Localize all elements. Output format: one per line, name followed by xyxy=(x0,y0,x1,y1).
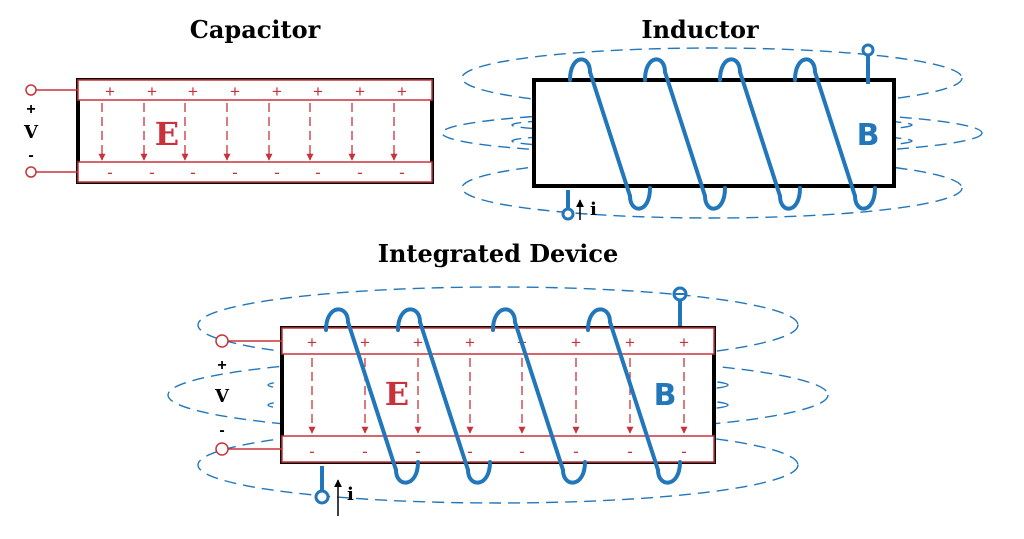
capacitor-e-label: E xyxy=(155,115,179,153)
integrated-plus-charge: + xyxy=(307,333,317,352)
capacitor-charges: + - + - + - + - + - + - + - + - xyxy=(105,82,407,182)
integrated-minus-charge: - xyxy=(362,442,368,461)
capacitor-voltage-label: V xyxy=(23,122,39,143)
integrated-coil-top-loop xyxy=(396,307,422,332)
terminal-ring-icon xyxy=(25,166,37,178)
capacitor-minus-charge: - xyxy=(232,163,238,182)
integrated-minus-charge: - xyxy=(467,442,473,461)
integrated-plus-charge: + xyxy=(360,333,370,352)
integrated-minus-charge: - xyxy=(627,442,633,461)
integrated-coil-bottom-loop xyxy=(561,460,587,485)
integrated-top-plate xyxy=(281,327,715,355)
capacitor-minus-charge: - xyxy=(190,163,196,182)
inductor-title: Inductor xyxy=(641,15,759,44)
capacitor-plus-charge: + xyxy=(230,82,240,101)
integrated-plus-charge: + xyxy=(625,333,635,352)
capacitor-plus-charge: + xyxy=(105,82,115,101)
integrated-current-label: i xyxy=(347,484,354,505)
integrated-coil-bottom-loop xyxy=(394,460,420,485)
inductor-coil-strand xyxy=(588,70,632,198)
integrated-b-label: B xyxy=(654,378,677,413)
inductor-coil xyxy=(568,57,877,211)
integrated-minus-charge: - xyxy=(681,442,687,461)
integrated-plus-charge: + xyxy=(571,333,581,352)
inductor-current-label: i xyxy=(590,199,597,220)
capacitor-title: Capacitor xyxy=(190,15,321,44)
capacitor-minus-charge: - xyxy=(107,163,113,182)
integrated-device-title: Integrated Device xyxy=(378,239,619,268)
inductor-coil-bottom-loop xyxy=(628,186,652,211)
capacitor-plus-charge: + xyxy=(313,82,323,101)
integrated-voltage-label: V xyxy=(214,386,230,407)
terminal-ring-icon xyxy=(314,489,330,505)
capacitor-plus-charge: + xyxy=(397,82,407,101)
capacitor-plus-charge: + xyxy=(272,82,282,101)
inductor-coil-strand xyxy=(738,70,782,198)
capacitor-minus-charge: - xyxy=(274,163,280,182)
capacitor-plus-charge: + xyxy=(355,82,365,101)
integrated-coil-top-loop xyxy=(491,307,517,332)
integrated-minus-charge: - xyxy=(309,442,315,461)
integrated-plus-charge: + xyxy=(465,333,475,352)
integrated-coil-strand xyxy=(418,320,470,472)
capacitor-diagram: + - + - + - + - + - + - + - + - E + V - xyxy=(23,78,434,184)
capacitor-minus-charge: - xyxy=(149,163,155,182)
integrated-device-diagram: +-+-+-+-+-+-+-+- E B + V - i xyxy=(167,286,829,516)
integrated-voltage-plus: + xyxy=(217,357,226,374)
integrated-plus-charge: + xyxy=(413,333,423,352)
inductor-coil-bottom-loop xyxy=(778,186,802,211)
capacitor-voltage-plus: + xyxy=(26,101,35,118)
integrated-e-label: E xyxy=(385,375,409,413)
capacitor-minus-charge: - xyxy=(357,163,363,182)
inductor-coil-top-loop xyxy=(718,57,742,82)
capacitor-minus-charge: - xyxy=(399,163,405,182)
integrated-minus-charge: - xyxy=(573,442,579,461)
terminal-ring-icon xyxy=(215,442,229,456)
capacitor-bottom-plate xyxy=(77,161,433,183)
capacitor-minus-charge: - xyxy=(315,163,321,182)
terminal-ring-icon xyxy=(861,43,875,57)
integrated-coil-bottom-loop xyxy=(466,460,492,485)
terminal-ring-icon xyxy=(215,334,229,348)
inductor-coil-top-loop xyxy=(643,57,667,82)
capacitor-field-lines xyxy=(98,103,398,161)
integrated-coil-strand xyxy=(346,320,398,472)
inductor-coil-top-loop xyxy=(793,57,817,82)
integrated-bottom-plate xyxy=(281,435,715,463)
inductor-b-label: B xyxy=(857,118,880,153)
integrated-minus-charge: - xyxy=(519,442,525,461)
integrated-coil-strand xyxy=(513,320,565,472)
inductor-coil-bottom-loop xyxy=(703,186,727,211)
inductor-core xyxy=(532,78,896,188)
integrated-voltage-minus: - xyxy=(219,422,224,439)
inductor-coil-top-loop xyxy=(568,57,592,82)
integrated-plus-charge: + xyxy=(679,333,689,352)
inductor-coil-bottom-loop xyxy=(853,186,877,211)
inductor-coil-strand xyxy=(813,70,857,198)
inductor-diagram: B i xyxy=(441,43,983,221)
terminal-ring-icon xyxy=(25,84,37,96)
terminal-ring-icon xyxy=(561,207,575,221)
integrated-coil-top-loop xyxy=(586,307,612,332)
inductor-coil-strand xyxy=(663,70,707,198)
integrated-coil-strand xyxy=(608,320,660,472)
integrated-e-field-lines xyxy=(308,358,688,434)
integrated-coil-bottom-loop xyxy=(656,460,682,485)
capacitor-plus-charge: + xyxy=(147,82,157,101)
integrated-coil xyxy=(324,307,682,485)
integrated-minus-charge: - xyxy=(415,442,421,461)
capacitor-voltage-minus: - xyxy=(28,147,33,164)
integrated-coil-top-loop xyxy=(324,307,350,332)
capacitor-plus-charge: + xyxy=(188,82,198,101)
capacitor-top-plate xyxy=(77,79,433,101)
